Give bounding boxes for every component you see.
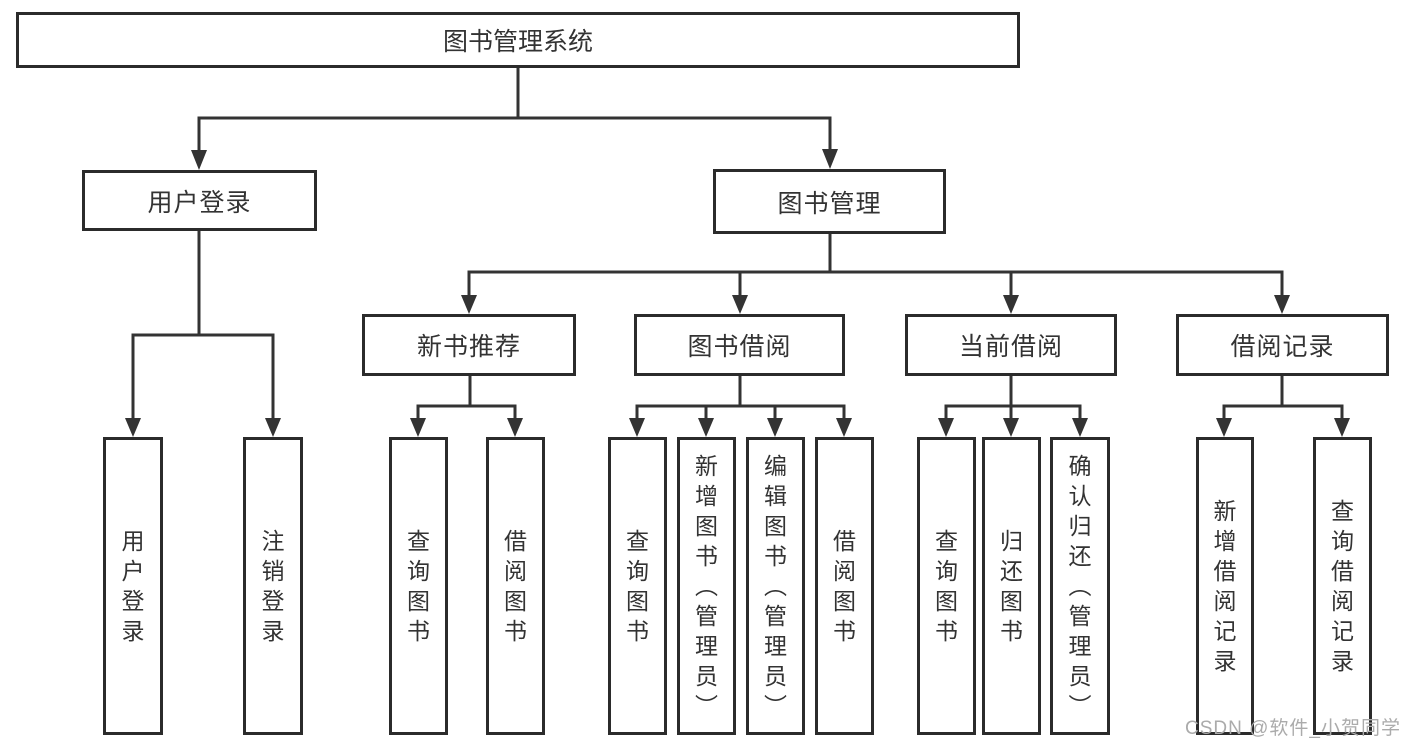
leaf-label: 查询图书: [935, 528, 958, 644]
node-leaf-search-books-3: 查询图书: [917, 437, 976, 735]
node-library-management-system: 图书管理系统: [16, 12, 1020, 68]
leaf-label: 查询借阅记录: [1331, 498, 1354, 674]
leaf-label: 查询图书: [407, 528, 430, 644]
node-leaf-search-borrow-record: 查询借阅记录: [1313, 437, 1372, 735]
connector-root-to-level2: [191, 66, 838, 170]
node-leaf-edit-books-admin: 编辑图书︵管理员︶: [746, 437, 805, 735]
node-leaf-add-borrow-record: 新增借阅记录: [1196, 437, 1254, 735]
node-leaf-logout: 注销登录: [243, 437, 303, 735]
node-new-book-recommendation: 新书推荐: [362, 314, 576, 376]
node-current-borrowing: 当前借阅: [905, 314, 1117, 376]
node-book-management: 图书管理: [713, 169, 946, 234]
leaf-label: 查询图书: [626, 528, 649, 644]
node-leaf-confirm-return-admin: 确认归还︵管理员︶: [1050, 437, 1110, 735]
connector-borrowrecords-to-leaves: [1216, 374, 1350, 437]
leaf-label: 确认归还︵管理员︶: [1068, 453, 1092, 719]
node-borrowing-records: 借阅记录: [1176, 314, 1389, 376]
connector-userlogin-to-leaves: [125, 229, 281, 437]
connector-newbookrec-to-leaves: [410, 374, 523, 437]
node-leaf-return-books: 归还图书: [982, 437, 1041, 735]
leaf-label: 借阅图书: [833, 528, 856, 644]
connector-bookborrow-to-leaves: [629, 374, 852, 437]
leaf-label: 用户登录: [121, 528, 145, 644]
csdn-watermark: CSDN @软件_小贺同学: [1185, 718, 1401, 739]
leaf-label: 借阅图书: [504, 528, 527, 644]
node-leaf-user-login: 用户登录: [103, 437, 163, 735]
node-leaf-borrow-books-2: 借阅图书: [815, 437, 874, 735]
leaf-label: 注销登录: [261, 528, 285, 644]
connector-currentborrow-to-leaves: [938, 374, 1088, 437]
leaf-label: 新增借阅记录: [1213, 498, 1237, 674]
node-leaf-search-books-2: 查询图书: [608, 437, 667, 735]
node-leaf-search-books-1: 查询图书: [389, 437, 448, 735]
leaf-label: 新增图书︵管理员︶: [695, 453, 718, 719]
leaf-label: 编辑图书︵管理员︶: [764, 453, 787, 719]
node-leaf-borrow-books-1: 借阅图书: [486, 437, 545, 735]
node-user-login: 用户登录: [82, 170, 317, 231]
node-book-borrowing: 图书借阅: [634, 314, 845, 376]
connector-bookmgmt-to-level3: [461, 232, 1290, 314]
node-leaf-add-books-admin: 新增图书︵管理员︶: [677, 437, 736, 735]
leaf-label: 归还图书: [1000, 528, 1023, 644]
